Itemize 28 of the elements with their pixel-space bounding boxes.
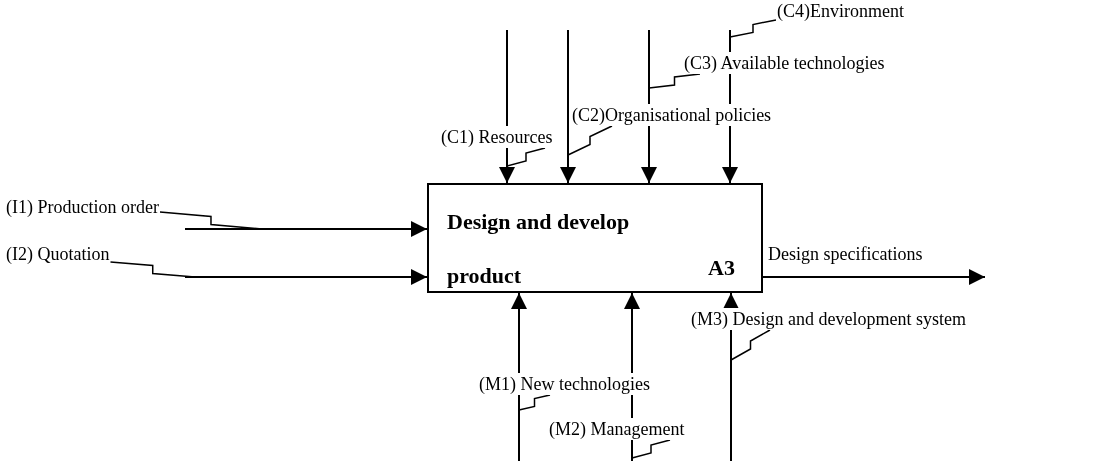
arrow xyxy=(511,292,527,462)
arrow xyxy=(184,269,428,285)
activity-number: A3 xyxy=(708,255,735,281)
arrow xyxy=(184,221,428,237)
arrow-label: (M3) Design and development system xyxy=(690,308,967,330)
leader-line xyxy=(730,329,771,361)
arrow xyxy=(641,29,657,184)
leader-line xyxy=(159,211,263,230)
leader-line xyxy=(109,261,196,278)
leader-line xyxy=(648,73,701,89)
arrow-label: (C4)Environment xyxy=(776,0,905,22)
arrow-label: (M2) Management xyxy=(548,418,686,440)
leader-line xyxy=(506,147,546,167)
arrow-label: (C1) Resources xyxy=(440,126,554,148)
leader-line xyxy=(567,125,613,156)
arrow xyxy=(560,29,576,184)
leader-line xyxy=(631,439,671,459)
arrow-label: (C3) Available technologies xyxy=(683,52,886,74)
arrow xyxy=(762,269,986,285)
arrow-label: Design specifications xyxy=(767,243,924,265)
arrow-label: (I2) Quotation xyxy=(5,243,111,265)
activity-title: Design and develop product xyxy=(447,208,631,290)
arrow-label: (M1) New technologies xyxy=(478,373,651,395)
process-box xyxy=(427,183,763,293)
arrow-label: (C2)Organisational policies xyxy=(571,104,773,126)
arrow-label: (I1) Production order xyxy=(5,196,160,218)
leader-line xyxy=(729,19,777,38)
leader-line xyxy=(518,394,551,411)
